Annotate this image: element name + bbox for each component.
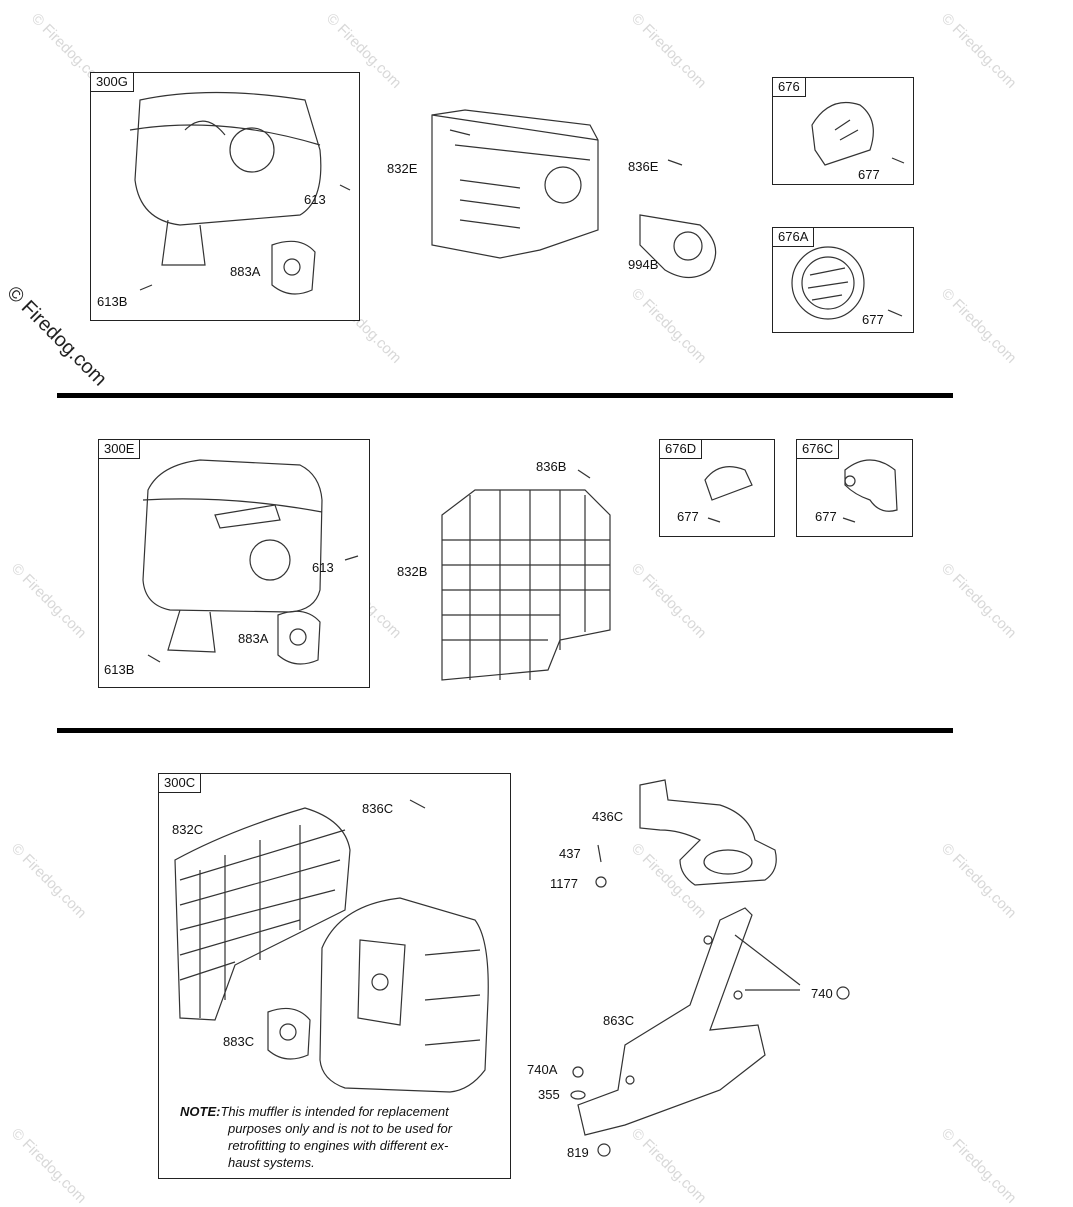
label-355: 355 bbox=[538, 1087, 560, 1102]
tag-676A: 676A bbox=[773, 228, 815, 247]
tag-676C: 676C bbox=[797, 440, 840, 459]
section-divider bbox=[57, 728, 953, 733]
label-677-676D: 677 bbox=[677, 509, 699, 524]
label-613B-300E: 613B bbox=[104, 662, 135, 677]
label-832B: 832B bbox=[397, 564, 428, 579]
label-836C: 836C bbox=[362, 801, 394, 816]
label-613-300E: 613 bbox=[312, 560, 334, 575]
tag-300E: 300E bbox=[99, 440, 141, 459]
label-740A: 740A bbox=[527, 1062, 558, 1077]
label-613: 613 bbox=[304, 192, 326, 207]
label-836E: 836E bbox=[628, 159, 659, 174]
label-994B: 994B bbox=[628, 257, 659, 272]
label-613B: 613B bbox=[97, 294, 128, 309]
label-832C: 832C bbox=[172, 822, 204, 837]
tag-676: 676 bbox=[773, 78, 806, 97]
label-677-676: 677 bbox=[858, 167, 880, 182]
label-819: 819 bbox=[567, 1145, 589, 1160]
note-line-2: purposes only and is not to be used for bbox=[228, 1121, 453, 1136]
tag-676D: 676D bbox=[660, 440, 703, 459]
label-863C: 863C bbox=[603, 1013, 635, 1028]
label-1177: 1177 bbox=[550, 876, 578, 891]
note-line-4: haust systems. bbox=[228, 1155, 315, 1170]
section-divider bbox=[57, 393, 953, 398]
label-883A-300E: 883A bbox=[238, 631, 269, 646]
label-436C: 436C bbox=[592, 809, 624, 824]
note-lead: NOTE: bbox=[180, 1104, 221, 1119]
label-832E: 832E bbox=[387, 161, 418, 176]
label-836B: 836B bbox=[536, 459, 567, 474]
box-676: 676 bbox=[772, 77, 914, 185]
label-677-676C: 677 bbox=[815, 509, 837, 524]
replacement-note: NOTE:This muffler is intended for replac… bbox=[180, 1103, 500, 1171]
tag-300G: 300G bbox=[91, 73, 134, 92]
box-676C: 676C bbox=[796, 439, 913, 537]
label-883A: 883A bbox=[230, 264, 261, 279]
label-437: 437 bbox=[559, 846, 581, 861]
label-883C: 883C bbox=[223, 1034, 255, 1049]
note-line-3: retrofitting to engines with different e… bbox=[228, 1138, 449, 1153]
label-677-676A: 677 bbox=[862, 312, 884, 327]
tag-300C: 300C bbox=[159, 774, 202, 793]
label-740: 740 bbox=[811, 986, 833, 1001]
note-line-1: This muffler is intended for replacement bbox=[220, 1104, 449, 1119]
box-300E: 300E bbox=[98, 439, 370, 688]
box-300C: 300C bbox=[158, 773, 511, 1179]
